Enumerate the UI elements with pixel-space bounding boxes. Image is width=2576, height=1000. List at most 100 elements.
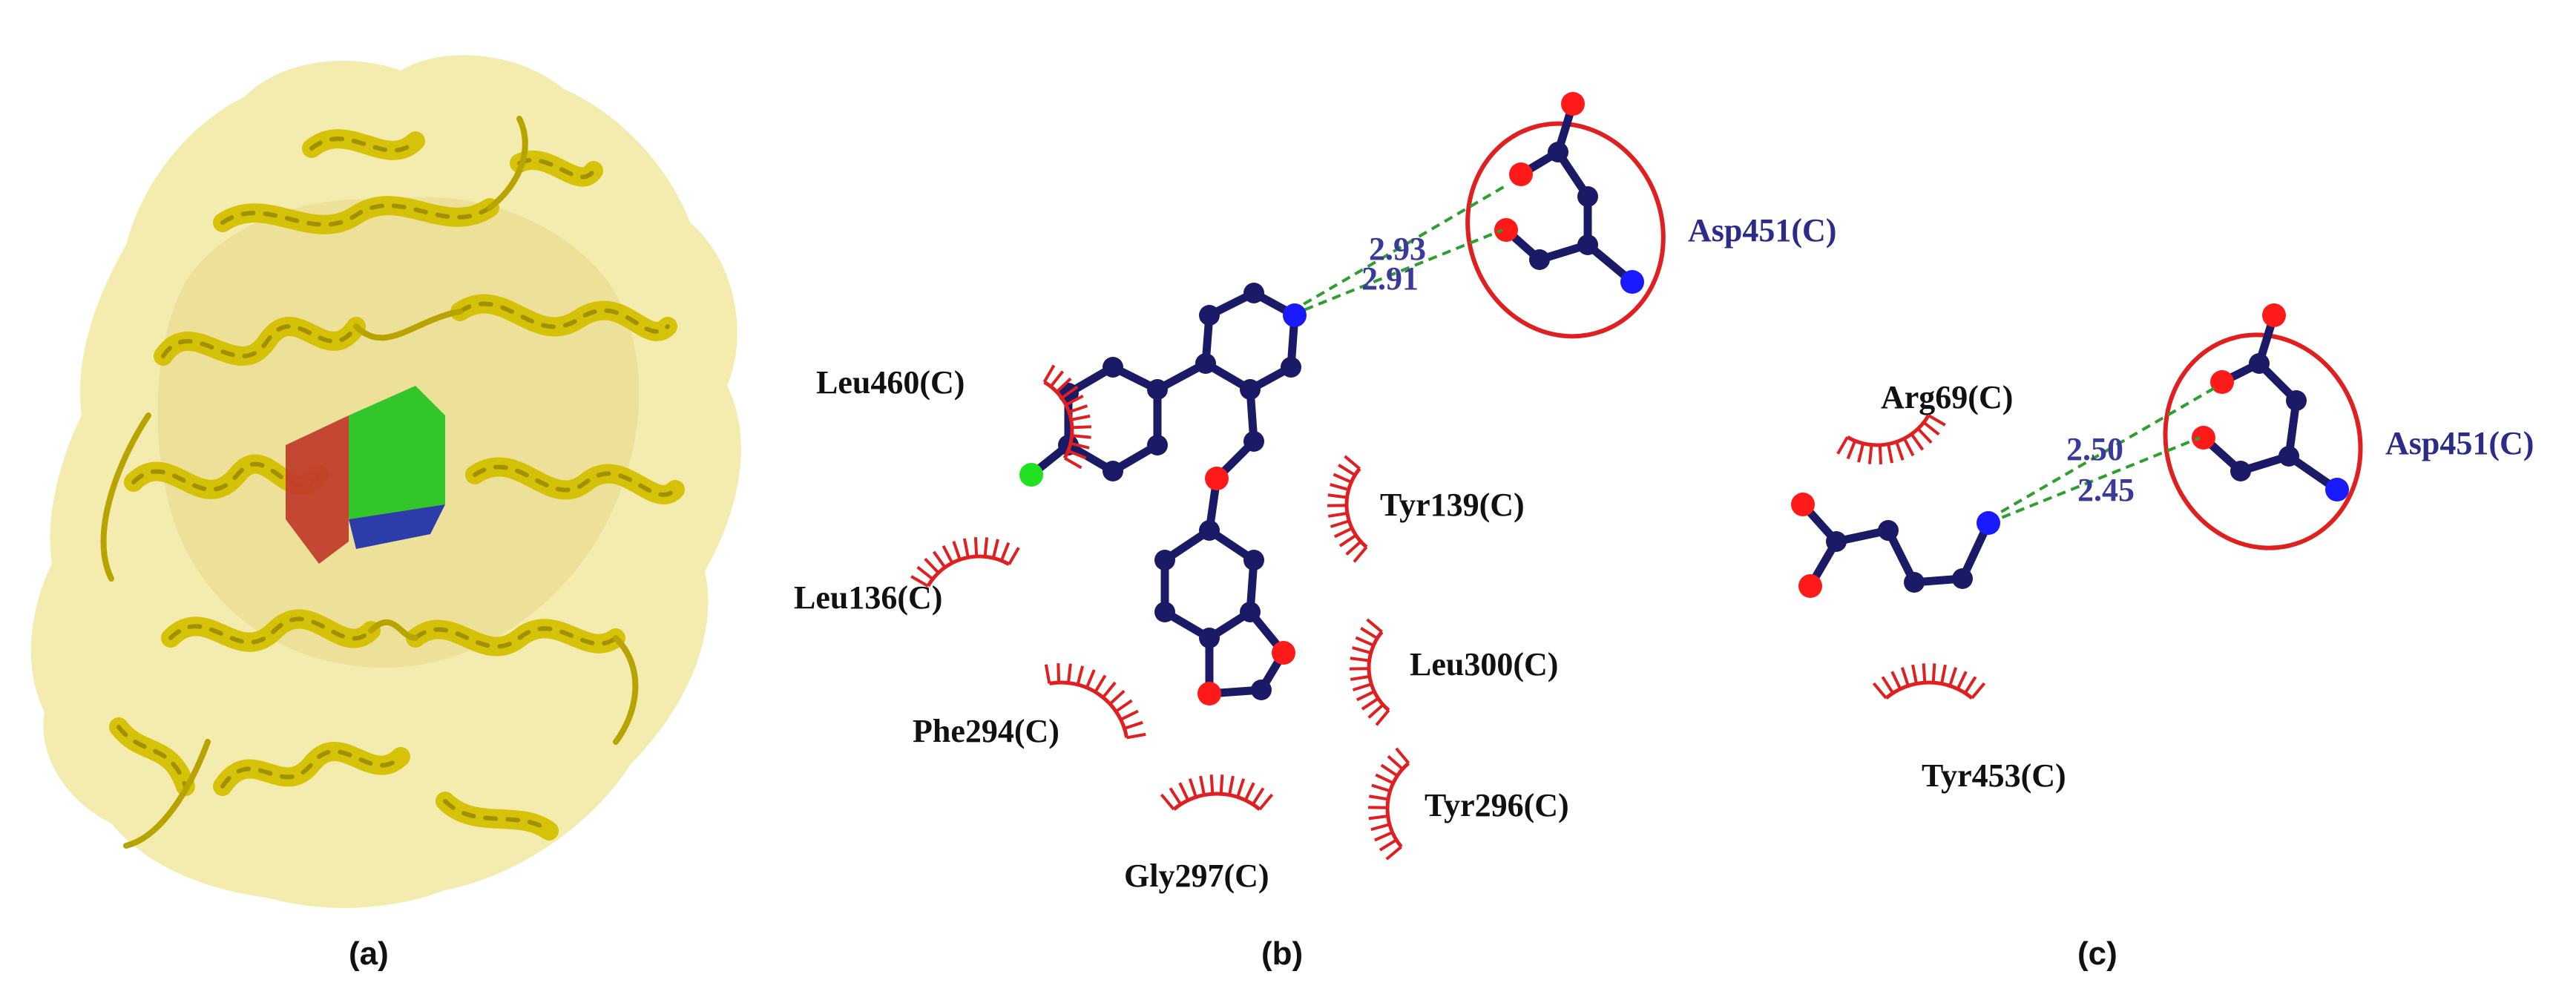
asp451-atom-n [1620,270,1644,294]
ligand-atom-c [1251,680,1272,700]
pocket-red-face [286,415,349,564]
hydrophobic-tick [1350,657,1370,662]
helix-stripe [168,616,373,645]
hydrophobic-tick [1178,782,1190,801]
hydrophobic-arc-phe294 [1044,662,1146,740]
hydrophobic-contacts-b [910,364,1410,861]
hydrophobic-tick [1360,627,1379,640]
hydrophobic-arc-leu300 [1349,618,1390,726]
hydrophobic-tick [1049,370,1065,388]
hydrophobic-tick [1878,444,1883,464]
ligand-atom-c [1103,357,1123,378]
hydrophobic-tick [1890,671,1902,690]
hbond-distance-b2: 2.91 [1361,260,1419,297]
hydrophobic-tick [1120,709,1139,721]
hydrophobic-tick [1094,674,1107,693]
hydrophobic-tick [1857,443,1865,463]
hydrophobic-tick [1068,404,1088,414]
hydrophobic-tick [1916,427,1933,444]
hydrophobic-tick [1330,483,1350,491]
hydrophobic-tick [1379,838,1398,852]
hydrophobic-tick [1902,438,1915,457]
hydrophobic-tick [1219,774,1224,795]
hydrophobic-tick [1370,823,1390,832]
ligand-atom-c [1199,305,1220,326]
coil-loop [100,412,151,582]
hydrophobic-tick [1922,421,1940,436]
hydrophobic-tick [1956,671,1968,690]
hydrophobic-tick [1071,434,1091,439]
coil-loop [353,309,463,341]
helix-stripe [413,626,618,649]
asp451-atom-o [1509,162,1533,186]
coil-loop [123,739,211,849]
ligand-atom-c [1199,628,1220,648]
hydrophobic-arc [1846,414,1931,447]
hydrophobic-tick [1361,697,1379,711]
asp451-label-b: Asp451(C) [1688,212,1836,249]
arg69-atom-o [1798,574,1822,598]
asp451-highlight-ring-c [2163,332,2363,550]
asp451-c-atom-c [2230,461,2251,481]
hydrophobic-tick [1243,782,1255,801]
ligand-atom-o [1197,682,1221,705]
hydrophobic-tick [1338,464,1356,477]
hydrophobic-tick [1228,775,1235,796]
hydrophobic-tick [1352,682,1372,691]
hydrophobic-tick [1236,778,1246,798]
hydrophobic-arc-arg69 [1836,414,1946,464]
hydrophobic-tick [910,575,929,588]
helix-stripe [161,324,358,358]
hydrophobic-tick [1836,436,1849,455]
arg69-fragment [1791,493,2000,598]
hydrophobic-tick [1042,364,1056,384]
hydrophobic-tick [1931,663,1936,683]
hydrophobic-tick [1368,815,1388,820]
hydrophobic-arc-tyr296 [1367,747,1410,861]
helix-stripe [220,203,492,227]
helix-stripe [473,464,677,497]
hbond-line-b1 [1289,184,1508,313]
residue-label-leu136: Leu136(C) [794,579,942,616]
hydrophobic-tick [991,539,999,559]
hydrophobic-arc-tyr139 [1327,455,1368,563]
asp451-c-atom-o [2192,426,2215,450]
hydrophobic-tick [1333,527,1353,539]
asp451-highlight-ring [1465,121,1666,339]
residue-label-phe294: Phe294(C) [913,713,1059,749]
arg69-atom-n [1977,511,2000,535]
hydrophobic-tick [1911,664,1918,685]
hydrophobic-tick [1333,473,1353,484]
helix-stripe [116,725,188,789]
helix-stripe [443,799,551,833]
helix-stripe [517,157,596,180]
hydrophobic-tick [1060,385,1079,400]
hydrophobic-tick [1055,377,1072,393]
ligand-atom-c [1240,602,1261,622]
hydrophobic-tick [1867,444,1873,464]
asp451-atom-c [1529,249,1550,270]
ligand-atom-c [1281,357,1301,378]
hydrophobic-tick [1126,732,1146,740]
hydrophobic-tick [1395,747,1410,765]
hydrophobic-tick [962,538,970,558]
arg69-atom-c [1904,572,1925,593]
hydrophobic-tick [1063,456,1082,470]
hydrophobic-tick [1070,441,1090,450]
hydrophobic-tick [1066,663,1072,683]
hydrophobic-tick [1375,709,1390,726]
hydrophobic-tick [1846,440,1857,460]
arg69-atom-o [1791,493,1815,516]
hydrophobic-tick [1352,646,1372,654]
ligand-atom-c [1103,461,1123,481]
hydrophobic-tick [1895,441,1905,461]
hydrophobic-tick [1872,682,1887,700]
hydrophobic-tick [932,550,947,568]
ligand-molecule [1019,283,1307,705]
hydrophobic-tick [1350,674,1370,681]
coil-loop [368,619,418,641]
asp451-atom-c [1577,234,1598,255]
coil-loop [613,635,639,745]
hydrophobic-arc-tyr453 [1872,663,1986,700]
hydrophobic-tick [1940,664,1947,685]
